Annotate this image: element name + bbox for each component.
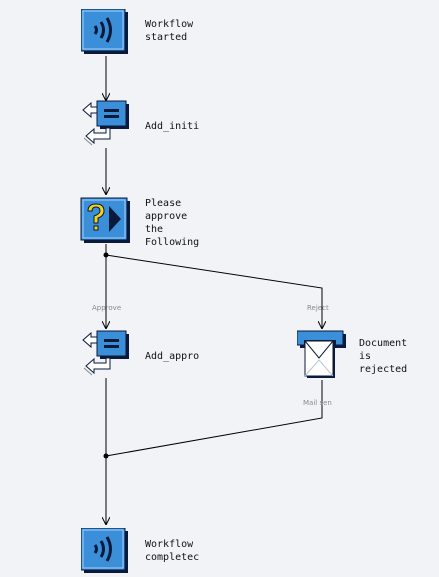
end-sound-icon[interactable] — [81, 528, 129, 574]
edge-label-mail-sent: Mail sen — [303, 399, 332, 407]
end-label: Workflow completec — [145, 539, 200, 563]
merge-junction — [103, 453, 109, 459]
add-approved-label: Add_appro — [145, 351, 200, 362]
rejected-label: Document is rejected — [359, 338, 408, 375]
function-activity-icon[interactable] — [80, 100, 132, 148]
notification-question-icon[interactable] — [80, 197, 131, 244]
start-sound-icon[interactable] — [81, 9, 129, 55]
edge-rejected-to-join — [105, 380, 323, 457]
split-junction — [103, 252, 109, 258]
mail-envelope-icon[interactable] — [297, 330, 347, 380]
add-initial-label: Add_initi — [145, 121, 200, 132]
approve-label: Please approve the Following — [145, 198, 200, 248]
start-label: Workflow started — [145, 19, 194, 43]
edge-approve-to-rejected — [105, 254, 322, 328]
edge-label-reject: Reject — [307, 304, 329, 312]
edge-label-approve: Approve — [92, 304, 122, 312]
function-activity-icon[interactable] — [80, 330, 132, 378]
